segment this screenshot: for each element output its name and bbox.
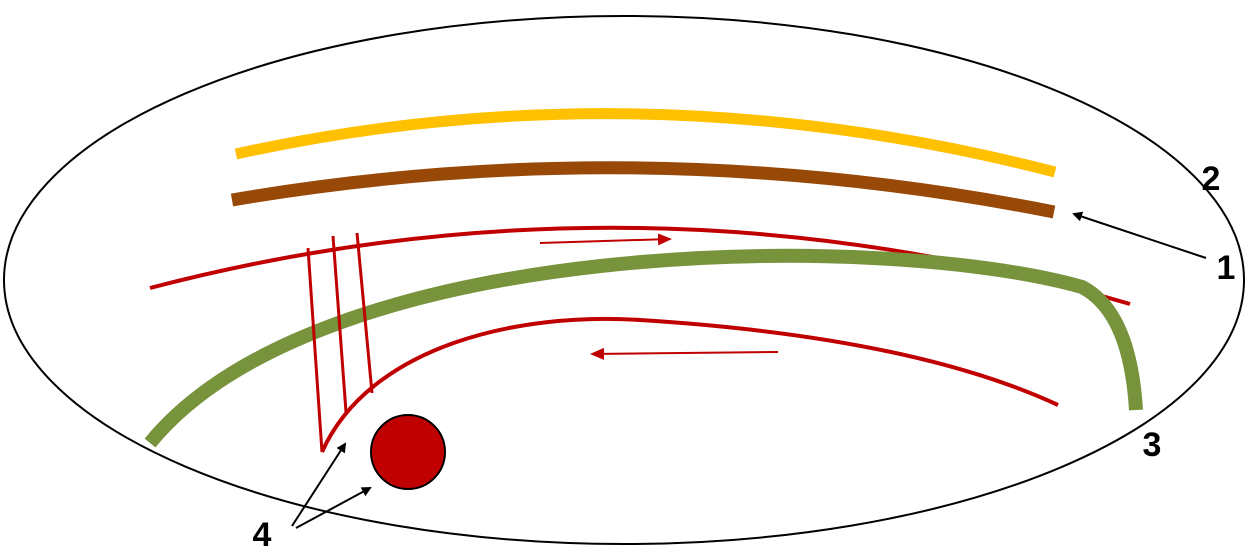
label-1: 1 (1217, 249, 1236, 287)
red-dot (371, 415, 445, 489)
leftward-direction-arrow (592, 352, 778, 354)
label-1-pointer (1074, 214, 1206, 258)
label-4: 4 (253, 516, 272, 549)
connecting-rung (308, 248, 322, 452)
label-3: 3 (1143, 426, 1162, 464)
label-2: 2 (1202, 160, 1221, 198)
rightward-direction-arrow (540, 239, 670, 243)
green-band (150, 256, 1136, 443)
brown-band (232, 168, 1054, 212)
